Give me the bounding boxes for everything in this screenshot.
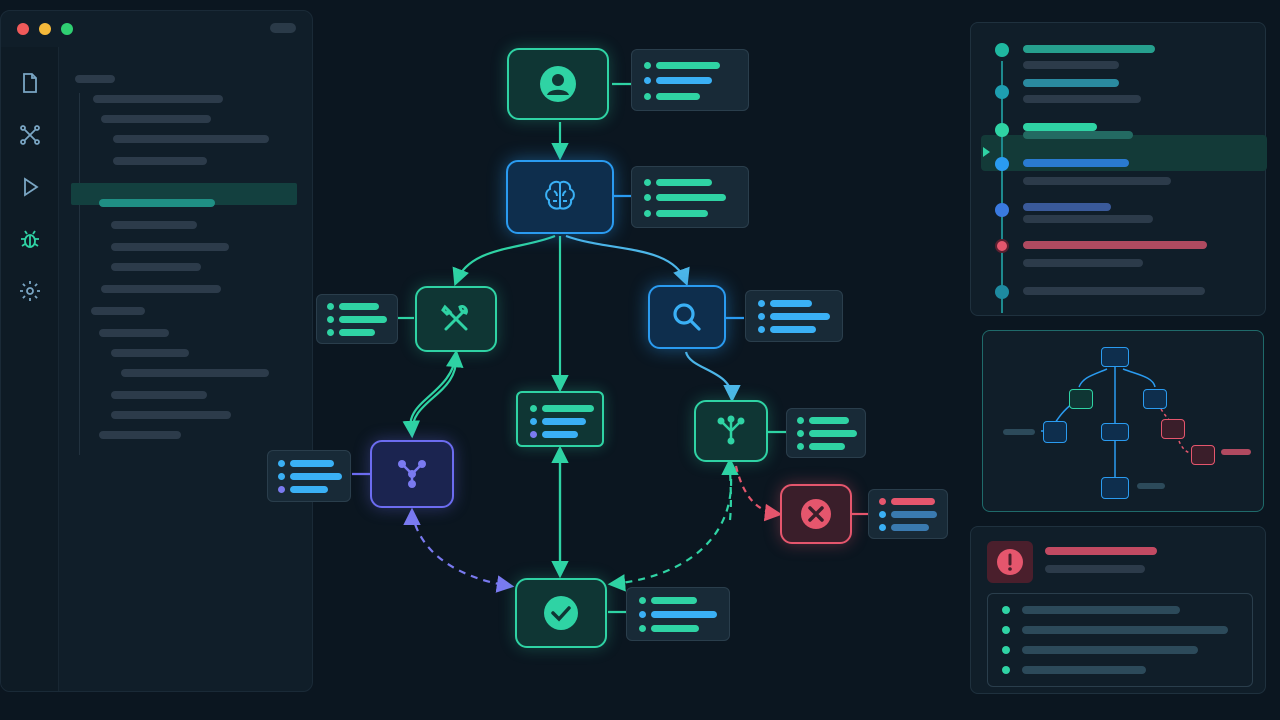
node-center-card[interactable] xyxy=(516,391,604,447)
tools-icon xyxy=(1069,389,1093,409)
title-bar xyxy=(1,11,312,47)
activity-bar xyxy=(1,47,59,691)
node-done[interactable] xyxy=(515,578,607,648)
edge-brain-search xyxy=(565,234,690,287)
close-button[interactable] xyxy=(17,23,29,35)
file-tree xyxy=(59,47,312,691)
node-brain[interactable] xyxy=(506,160,614,234)
debug-icon[interactable] xyxy=(16,225,44,253)
search-icon xyxy=(1143,389,1167,409)
node-search[interactable] xyxy=(648,285,726,349)
node-branch-left[interactable] xyxy=(370,440,454,508)
trace-step-current[interactable] xyxy=(995,123,1009,137)
trace-step-error[interactable] xyxy=(995,239,1009,253)
tree-row[interactable] xyxy=(111,349,189,357)
trace-step[interactable] xyxy=(995,43,1009,57)
tree-row[interactable] xyxy=(111,243,229,251)
alert-icon xyxy=(987,541,1033,583)
detail-card-tools[interactable] xyxy=(316,294,398,344)
tree-row[interactable] xyxy=(113,135,269,143)
edge-branch-tools xyxy=(409,349,464,437)
tree-row[interactable] xyxy=(75,75,115,83)
detail-card-brain[interactable] xyxy=(631,166,749,228)
tree-row[interactable] xyxy=(111,411,231,419)
window-search-pill[interactable] xyxy=(270,23,296,33)
trace-step[interactable] xyxy=(995,85,1009,99)
alert-panel xyxy=(970,526,1266,694)
tree-row[interactable] xyxy=(101,285,221,293)
node-user[interactable] xyxy=(507,48,609,120)
detail-card-error[interactable] xyxy=(868,489,948,539)
tree-row[interactable] xyxy=(121,369,269,377)
branch-icon xyxy=(1043,421,1067,443)
tools-icon xyxy=(441,304,468,331)
file-icon[interactable] xyxy=(16,69,44,97)
node-error[interactable] xyxy=(780,484,852,544)
maximize-button[interactable] xyxy=(61,23,73,35)
tree-row[interactable] xyxy=(99,329,169,337)
edge-brain-tools xyxy=(452,234,556,287)
tree-row[interactable] xyxy=(111,263,201,271)
minimize-button[interactable] xyxy=(39,23,51,35)
detail-card-branch-right[interactable] xyxy=(786,408,866,458)
trace-step[interactable] xyxy=(995,285,1009,299)
trace-step[interactable] xyxy=(995,203,1009,217)
settings-icon[interactable] xyxy=(16,277,44,305)
node-tools[interactable] xyxy=(415,286,497,352)
check-icon xyxy=(1101,477,1129,499)
detail-card-branch-left[interactable] xyxy=(267,450,351,502)
tree-row[interactable] xyxy=(111,221,197,229)
edge-branch-error xyxy=(734,465,783,522)
node-branch-right[interactable] xyxy=(694,400,768,462)
check-icon xyxy=(544,596,578,630)
user-icon xyxy=(540,66,576,102)
edge-branch-done xyxy=(410,511,515,593)
graph-icon[interactable] xyxy=(16,121,44,149)
tree-row[interactable] xyxy=(91,307,145,315)
minimap-panel[interactable] xyxy=(982,330,1264,512)
detail-card-user[interactable] xyxy=(631,49,749,111)
error-icon xyxy=(1161,419,1185,439)
branch-icon xyxy=(398,460,426,488)
detail-card-done[interactable] xyxy=(626,587,730,641)
edge-search-branch xyxy=(684,351,741,403)
error-icon xyxy=(801,499,831,529)
branch-icon xyxy=(717,415,745,445)
tree-row[interactable] xyxy=(101,115,211,123)
trace-step[interactable] xyxy=(995,157,1009,171)
alert-details[interactable] xyxy=(987,593,1253,687)
search-icon xyxy=(673,303,701,331)
detail-card-search[interactable] xyxy=(745,290,843,342)
trace-panel xyxy=(970,22,1267,316)
tree-row[interactable] xyxy=(99,199,215,207)
brain-icon xyxy=(545,180,575,210)
tree-row[interactable] xyxy=(111,391,207,399)
editor-window xyxy=(0,10,313,692)
edge-tools-branch xyxy=(402,353,458,439)
tree-row[interactable] xyxy=(93,95,223,103)
tree-row[interactable] xyxy=(113,157,207,165)
tree-row[interactable] xyxy=(99,431,181,439)
run-icon[interactable] xyxy=(16,173,44,201)
edge-done-branch xyxy=(607,465,733,592)
